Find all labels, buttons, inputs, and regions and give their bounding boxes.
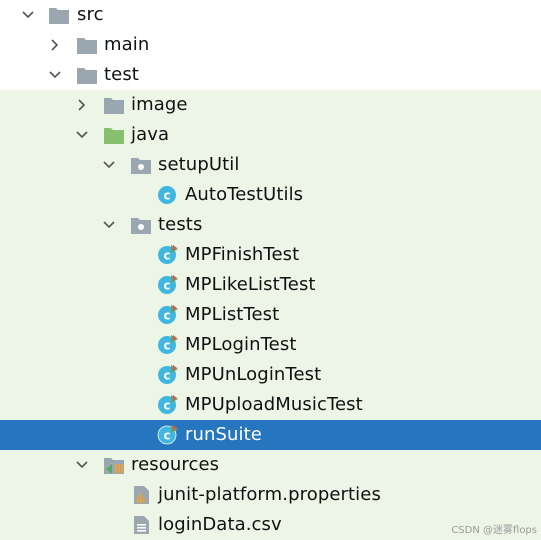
tree-node-mplikelisttest[interactable]: c MPLikeListTest: [0, 270, 541, 300]
test-class-icon: c: [157, 305, 179, 325]
test-source-folder-icon: [103, 125, 125, 145]
watermark: CSDN @迷雾flops: [451, 525, 537, 536]
svg-text:c: c: [163, 249, 170, 263]
tree-node-mpuploadmusictest[interactable]: c MPUploadMusicTest: [0, 390, 541, 420]
folder-icon: [103, 95, 125, 115]
tree-node-label: MPFinishTest: [185, 244, 300, 265]
tree-node-runsuite[interactable]: c runSuite: [0, 420, 541, 450]
tree-node-label: main: [104, 34, 150, 55]
chevron-down-icon[interactable]: [47, 67, 63, 83]
svg-text:c: c: [163, 339, 170, 353]
tree-node-label: MPUnLoginTest: [185, 364, 322, 385]
tree-node-label: resources: [131, 454, 220, 475]
chevron-down-icon[interactable]: [74, 127, 90, 143]
tree-node-label: java: [131, 124, 170, 145]
tree-node-resources[interactable]: resources: [0, 450, 541, 480]
tree-node-mpfinishtest[interactable]: c MPFinishTest: [0, 240, 541, 270]
chevron-down-icon[interactable]: [101, 217, 117, 233]
tree-node-label: MPLikeListTest: [185, 274, 316, 295]
folder-icon: [76, 35, 98, 55]
tree-node-logindata-csv[interactable]: loginData.csv: [0, 510, 541, 540]
tree-node-image[interactable]: image: [0, 90, 541, 120]
chevron-right-icon[interactable]: [74, 97, 90, 113]
tree-node-label: runSuite: [185, 424, 262, 445]
tree-node-junit-platform-properties[interactable]: junit-platform.properties: [0, 480, 541, 510]
test-class-icon: c: [157, 425, 179, 445]
tree-node-label: image: [131, 94, 188, 115]
tree-node-label: MPListTest: [185, 304, 280, 325]
tree-node-label: MPLoginTest: [185, 334, 297, 355]
tree-node-java[interactable]: java: [0, 120, 541, 150]
tree-node-label: loginData.csv: [158, 514, 282, 535]
svg-text:c: c: [163, 399, 170, 413]
tree-node-label: setupUtil: [158, 154, 240, 175]
package-icon: [130, 215, 152, 235]
folder-icon: [48, 5, 70, 25]
test-class-icon: c: [157, 365, 179, 385]
tree-node-mpunlogintest[interactable]: c MPUnLoginTest: [0, 360, 541, 390]
package-icon: [130, 155, 152, 175]
tree-node-mplisttest[interactable]: c MPListTest: [0, 300, 541, 330]
chevron-down-icon[interactable]: [101, 157, 117, 173]
tree-node-label: tests: [158, 214, 203, 235]
chevron-down-icon[interactable]: [74, 457, 90, 473]
tree-node-label: MPUploadMusicTest: [185, 394, 363, 415]
test-class-icon: c: [157, 395, 179, 415]
text-file-icon: [131, 515, 153, 535]
chevron-down-icon[interactable]: [20, 7, 36, 23]
folder-icon: [76, 65, 98, 85]
tree-node-setuputil[interactable]: setupUtil: [0, 150, 541, 180]
tree-node-test[interactable]: test: [0, 60, 541, 90]
tree-node-label: AutoTestUtils: [185, 184, 304, 205]
tree-node-autotestutils[interactable]: c AutoTestUtils: [0, 180, 541, 210]
test-class-icon: c: [157, 335, 179, 355]
java-class-icon: c: [157, 185, 179, 205]
tree-node-main[interactable]: main: [0, 30, 541, 60]
tree-node-mplogintest[interactable]: c MPLoginTest: [0, 330, 541, 360]
tree-node-label: src: [77, 4, 104, 25]
test-class-icon: c: [157, 275, 179, 295]
svg-text:c: c: [163, 429, 170, 443]
svg-text:c: c: [163, 189, 170, 203]
test-class-icon: c: [157, 245, 179, 265]
properties-file-icon: [131, 485, 153, 505]
tree-node-label: test: [104, 64, 139, 85]
tree-node-tests[interactable]: tests: [0, 210, 541, 240]
svg-text:c: c: [163, 309, 170, 323]
svg-text:c: c: [163, 279, 170, 293]
test-resources-folder-icon: [103, 455, 125, 475]
svg-text:c: c: [163, 369, 170, 383]
tree-node-src[interactable]: src: [0, 0, 541, 30]
tree-node-label: junit-platform.properties: [158, 484, 381, 505]
chevron-right-icon[interactable]: [47, 37, 63, 53]
